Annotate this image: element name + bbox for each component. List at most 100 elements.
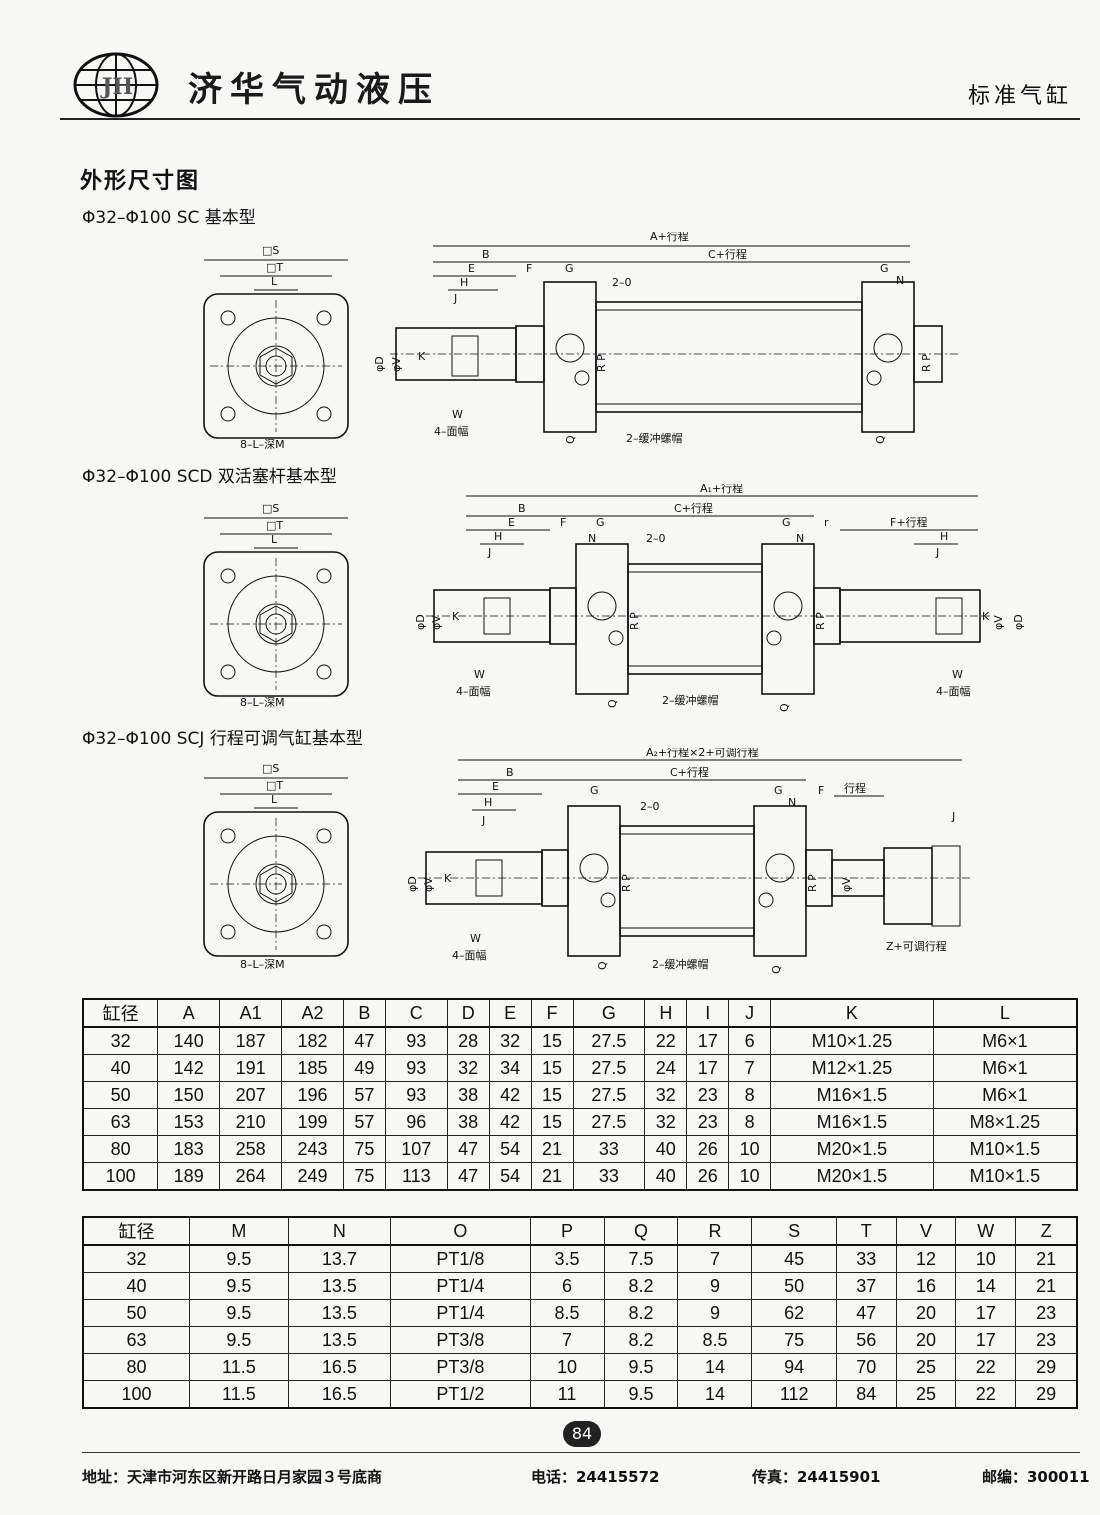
table-cell: M10×1.5: [932, 1162, 1078, 1191]
table-cell: 93: [384, 1054, 448, 1082]
table-cell: 21: [1015, 1272, 1078, 1300]
table-cell: 80: [82, 1353, 191, 1381]
table-cell: 33: [572, 1135, 646, 1163]
table-cell: 47: [446, 1162, 490, 1191]
header-cell: A: [157, 998, 221, 1028]
label-h: H: [494, 530, 502, 543]
company-logo: JH: [73, 52, 159, 118]
label-j2: J: [935, 546, 939, 559]
label-rp: R P: [595, 354, 608, 372]
table-cell: 40: [644, 1162, 688, 1191]
header-cell: G: [572, 998, 646, 1028]
table-cell: 17: [955, 1326, 1017, 1354]
drawing-sc-basic: □S □T L 8–L–深M A+行程 B C+行程 E F G G N H J…: [203, 232, 960, 451]
table-cell: 191: [219, 1054, 283, 1082]
label-s: □S: [262, 244, 279, 257]
table-cell: 243: [281, 1135, 344, 1163]
table-cell: 38: [446, 1081, 490, 1109]
label-s: □S: [262, 762, 279, 775]
footer-fax: 传真：24415901: [752, 1468, 881, 1486]
label-j: J: [481, 814, 485, 827]
table-cell: 50: [751, 1272, 837, 1300]
header-cell: Q: [603, 1216, 679, 1246]
table-cell: 23: [686, 1081, 730, 1109]
label-k: K: [452, 610, 460, 623]
table-cell: 32: [644, 1108, 688, 1136]
header-cell: L: [932, 998, 1078, 1028]
table-cell: 17: [955, 1299, 1017, 1327]
label-h: H: [484, 796, 492, 809]
label-g2: G: [880, 262, 889, 275]
table-cell: 7.5: [603, 1244, 679, 1273]
label-n: N: [896, 274, 904, 287]
label-fplus: F+行程: [890, 516, 928, 529]
label-faces2: 4–面幅: [936, 685, 971, 698]
label-g: G: [590, 784, 599, 797]
table-cell: 8.2: [603, 1299, 679, 1327]
label-q2: Q: [874, 435, 887, 444]
label-q2: Q: [778, 703, 791, 712]
label-j2: J: [951, 810, 955, 823]
table-cell: 207: [219, 1081, 283, 1109]
table-cell: 50: [82, 1081, 159, 1109]
table-cell: 93: [384, 1081, 448, 1109]
table-cell: M6×1: [932, 1054, 1078, 1082]
table-cell: 13.5: [287, 1272, 392, 1300]
label-b: B: [518, 502, 526, 515]
table-cell: 258: [219, 1135, 283, 1163]
label-q: Q: [596, 961, 609, 970]
label-r: r: [824, 516, 829, 529]
header-cell: E: [488, 998, 532, 1028]
table-cell: 8: [728, 1108, 772, 1136]
label-b: B: [482, 248, 490, 261]
label-a: A₂+行程×2+可调行程: [646, 748, 759, 759]
header-cell: J: [728, 998, 772, 1028]
label-port: 2–0: [612, 276, 632, 289]
drawing-scj-adjustable: □S □T L 8–L–深M A₂+行程×2+可调行程 B C+行程 E G G…: [203, 748, 970, 974]
table-cell: 27.5: [572, 1054, 646, 1082]
label-v2: φV: [992, 615, 1005, 630]
table-cell: PT1/2: [390, 1380, 531, 1409]
label-w2: W: [952, 668, 963, 681]
table-cell: PT1/8: [390, 1244, 531, 1273]
table-cell: 50: [82, 1299, 191, 1327]
header-cell: I: [686, 998, 730, 1028]
table-cell: 27.5: [572, 1108, 646, 1136]
label-l: L: [271, 275, 278, 288]
table-cell: 7: [677, 1244, 753, 1273]
table-cell: 62: [751, 1299, 837, 1327]
header-cell: A1: [219, 998, 283, 1028]
label-e: E: [468, 262, 475, 275]
table-cell: 11: [529, 1380, 605, 1409]
header-cell: R: [677, 1216, 753, 1246]
label-c: C+行程: [674, 502, 713, 515]
footer-divider: [82, 1452, 1080, 1453]
label-d: φD: [373, 356, 386, 372]
label-q2: Q: [770, 965, 783, 974]
table-cell: 29: [1015, 1353, 1078, 1381]
label-a: A+行程: [650, 232, 689, 243]
table-cell: 10: [955, 1244, 1017, 1273]
table-cell: 14: [677, 1353, 753, 1381]
label-z: Z+可调行程: [886, 940, 947, 953]
label-q: Q: [564, 435, 577, 444]
end-view: □S □T L 8–L–深M: [203, 502, 349, 709]
header-cell: F: [530, 998, 574, 1028]
table-cell: 56: [835, 1326, 897, 1354]
table-cell: 93: [384, 1026, 448, 1055]
label-w: W: [470, 932, 481, 945]
side-view: A₂+行程×2+可调行程 B C+行程 E G G N F 行程 J H J 2…: [406, 748, 970, 974]
label-d: φD: [406, 876, 419, 892]
header-cell: P: [529, 1216, 605, 1246]
table-cell: 15: [530, 1026, 574, 1055]
table-cell: 12: [895, 1244, 957, 1273]
table-cell: 26: [686, 1135, 730, 1163]
table-cell: 6: [529, 1272, 605, 1300]
end-view: □S □T L 8–L–深M: [203, 244, 349, 451]
table-cell: 113: [384, 1162, 448, 1191]
label-f: F: [526, 262, 532, 275]
header-cell: B: [342, 998, 386, 1028]
